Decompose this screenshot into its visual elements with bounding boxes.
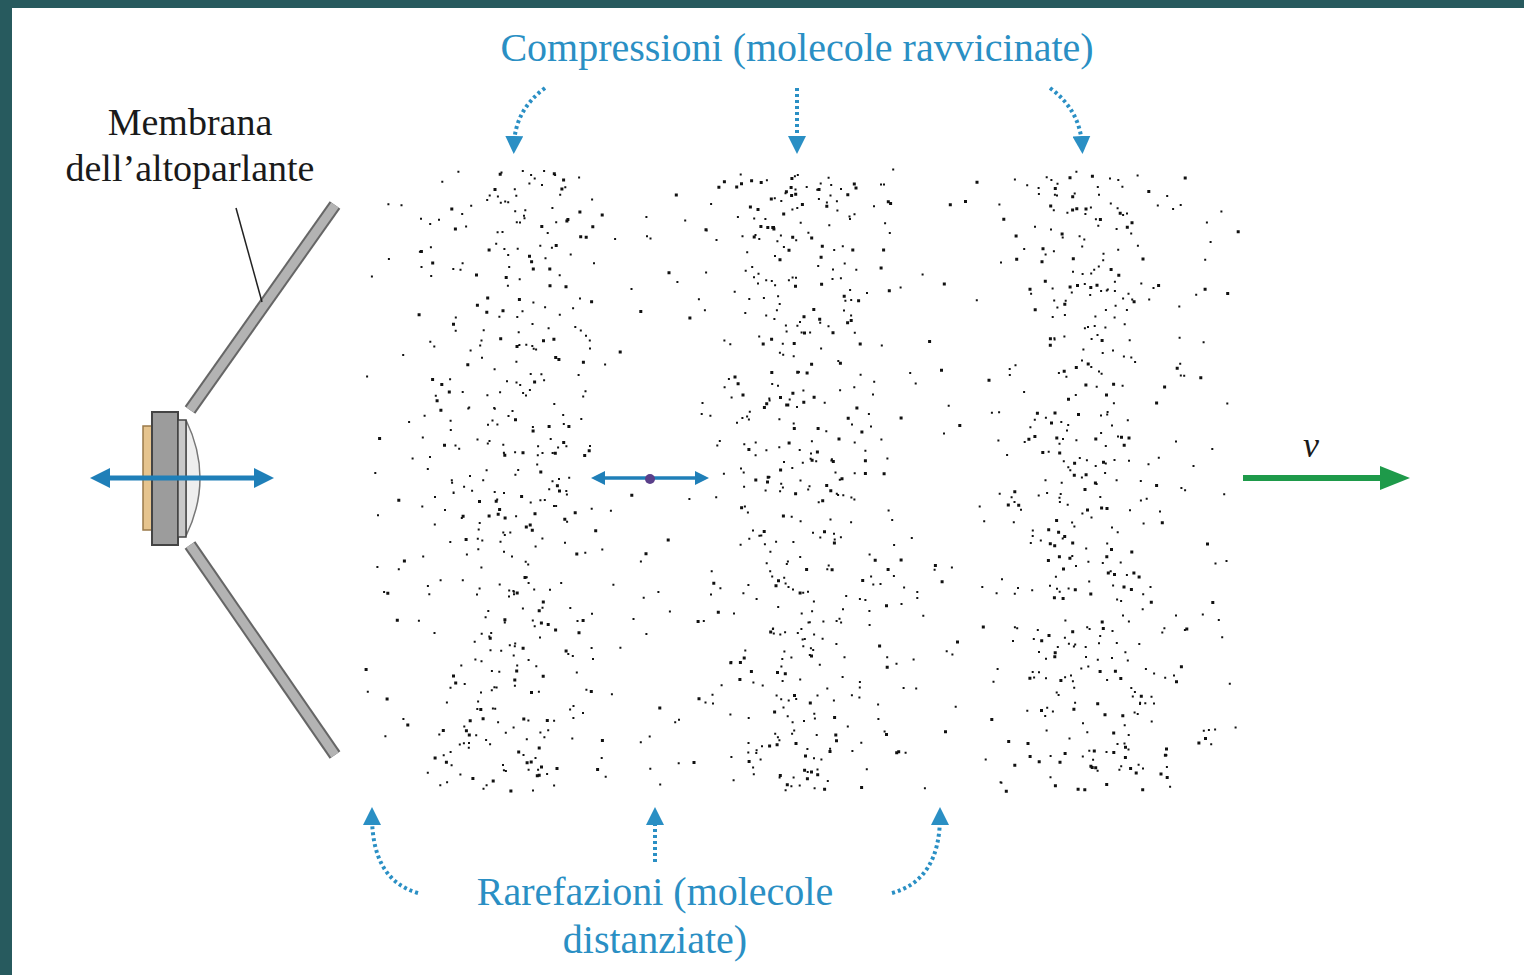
molecule-dots: [365, 169, 1240, 793]
caption-label: Compressioni (molecole ravvicinate): [397, 24, 1197, 72]
velocity-arrow: [1243, 475, 1392, 481]
oscillation-arrow: [100, 476, 264, 481]
caption-label: Rarefazioni (molecole distanziate): [430, 868, 880, 964]
molecule-dot: [645, 474, 655, 484]
velocity-arrowhead: [1380, 466, 1410, 490]
leader-line: [236, 208, 262, 302]
molecule-field: [365, 169, 1240, 793]
frame-strip: [0, 0, 12, 975]
frame-strip: [0, 0, 1524, 8]
pointer-arrows: [372, 88, 1082, 893]
part-label: Membrana dell’altoparlante: [20, 100, 360, 191]
velocity-label: v: [1296, 424, 1326, 467]
